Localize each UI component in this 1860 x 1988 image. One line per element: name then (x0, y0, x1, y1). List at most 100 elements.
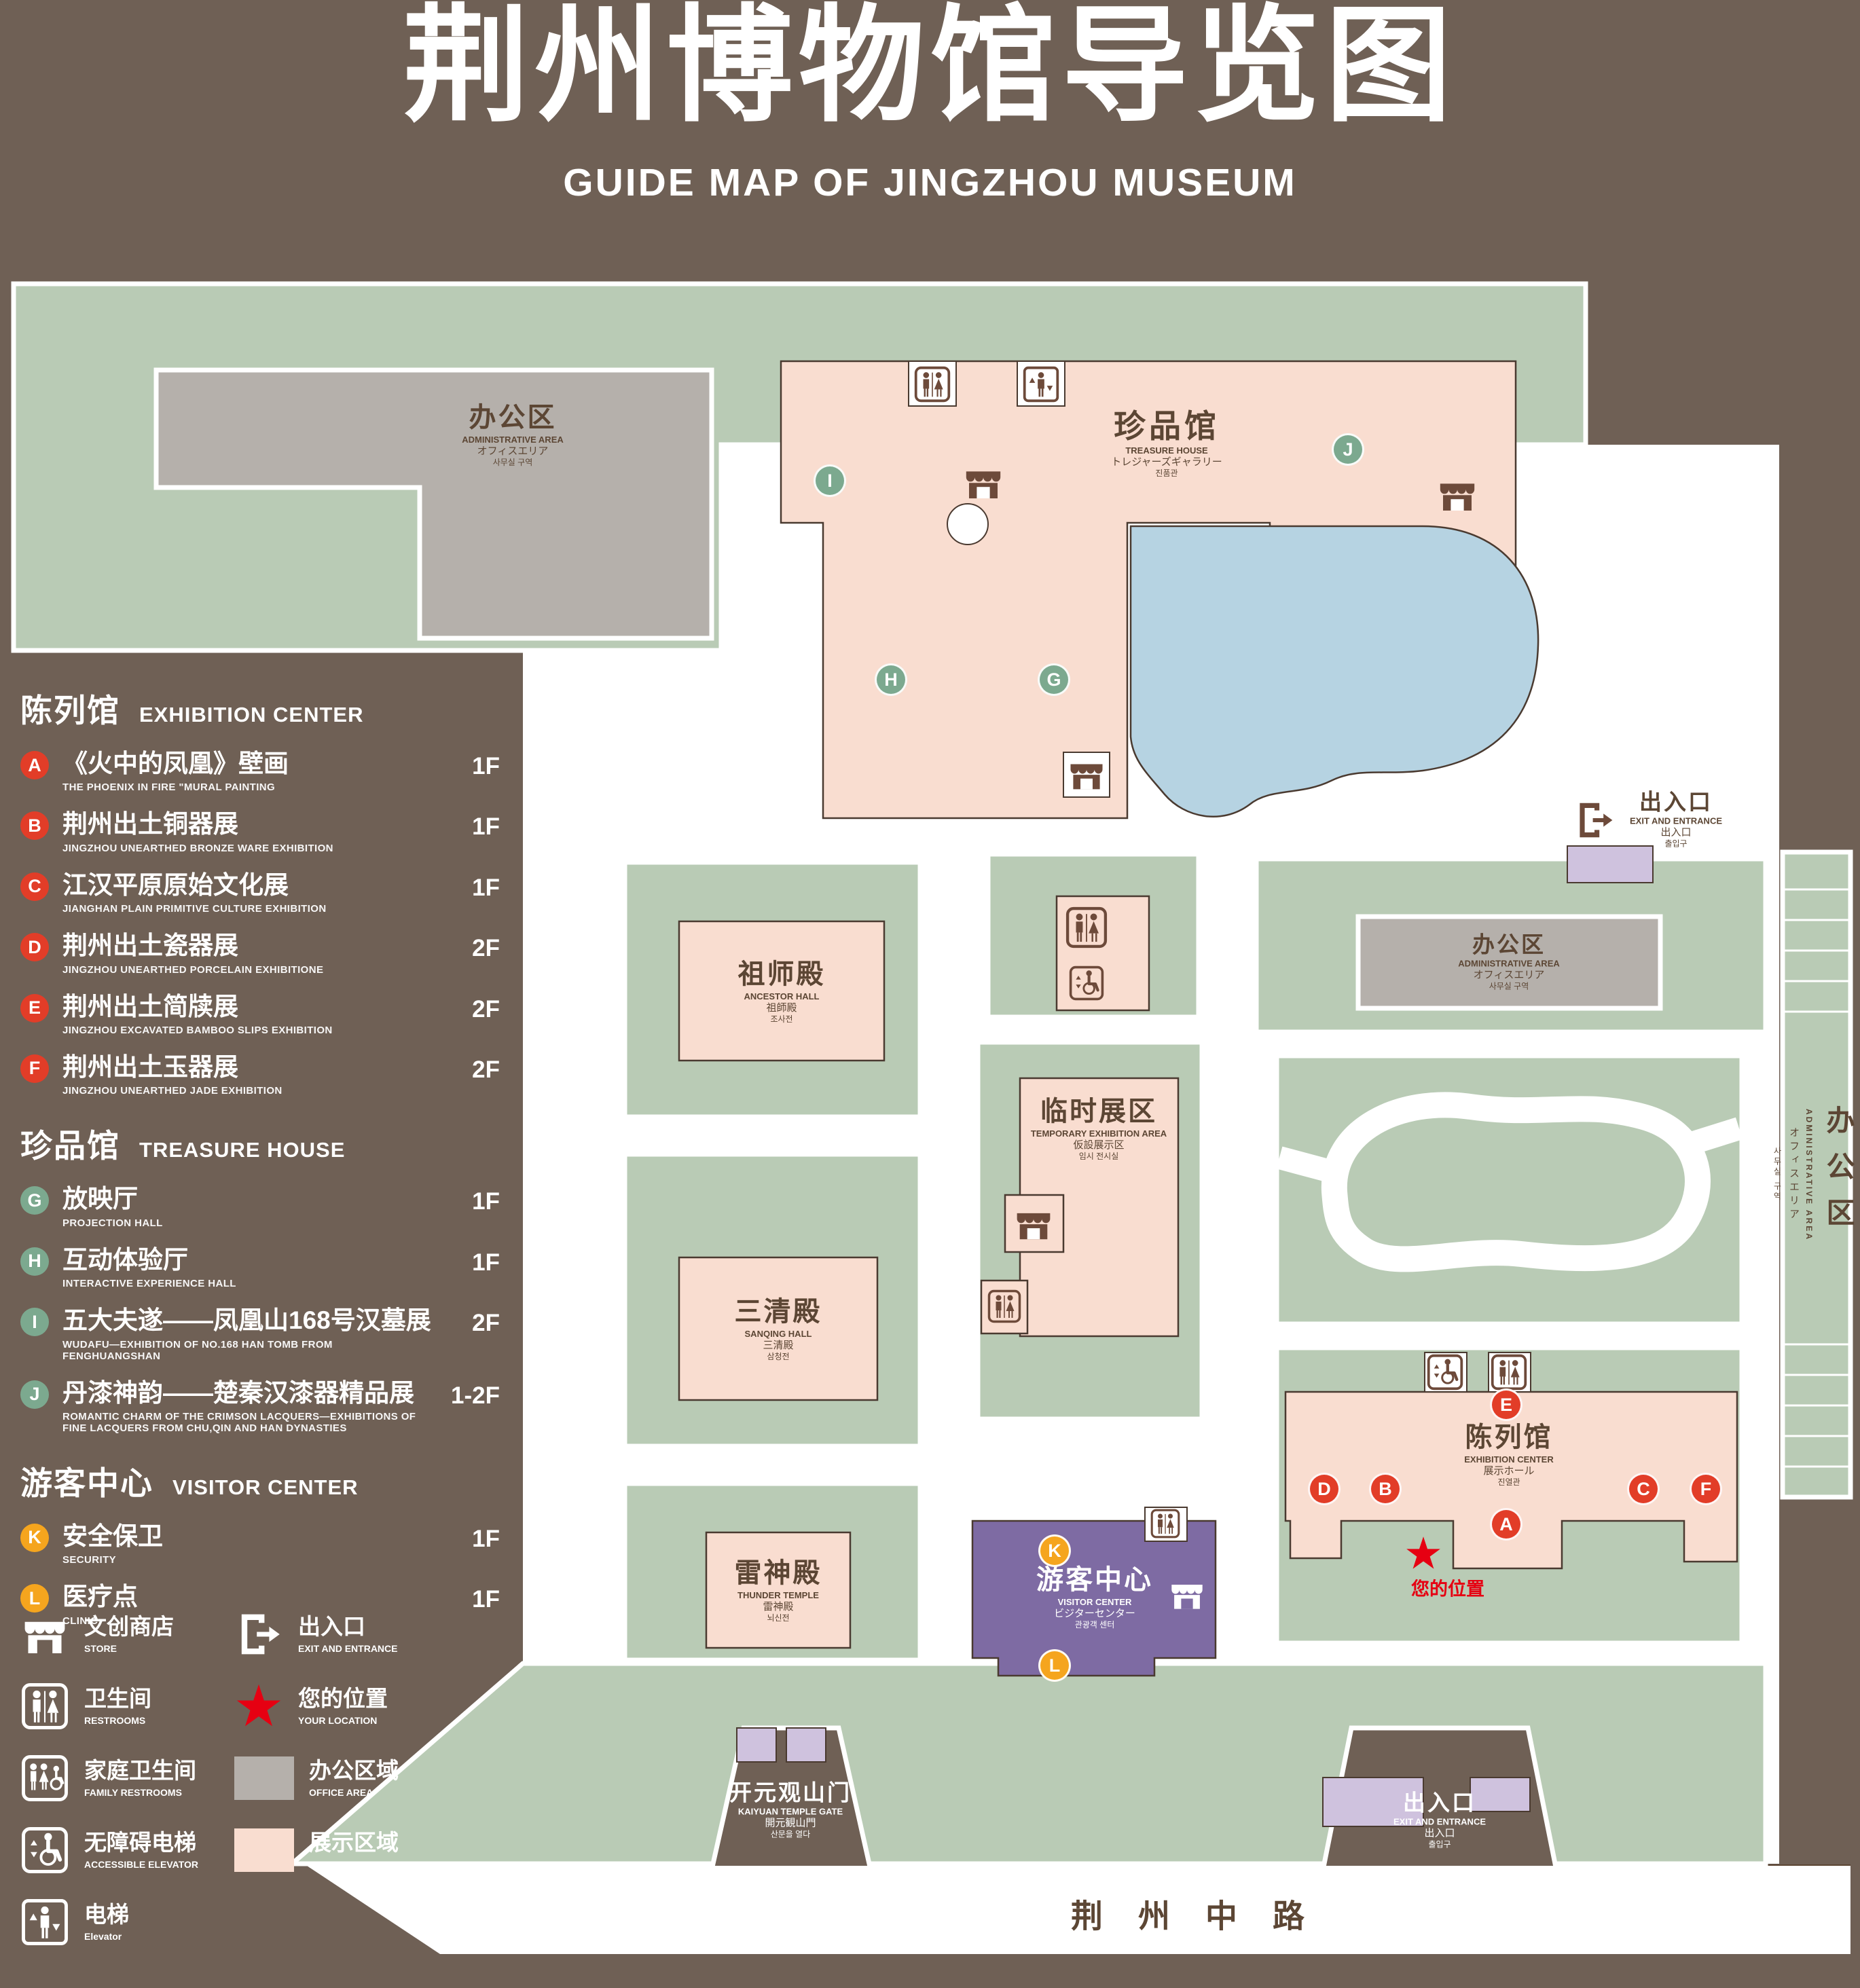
label-zh-line: 祖师殿 (737, 959, 826, 990)
section-title-zh: 珍品馆 (20, 1128, 120, 1164)
label-zh-line: 陈列馆 (1465, 1422, 1553, 1453)
legend-marker-D: D (20, 933, 49, 962)
legend-section-visitor-header: 游客中心 VISITOR CENTER (20, 1457, 516, 1504)
label-zh-line: 办公区 (1823, 1105, 1855, 1244)
legend-item-en: ROMANTIC CHARM OF THE CRIMSON LACQUERS—E… (62, 1410, 416, 1434)
label-zh-line: 游客中心 (1036, 1565, 1153, 1596)
symbol-en: OFFICE AREA (309, 1786, 373, 1798)
restrooms-icon (1150, 1509, 1180, 1539)
label-en-line: THUNDER TEMPLE (737, 1590, 819, 1601)
label-en-line: ANCESTOR HALL (744, 991, 820, 1002)
map-marker-D: D (1308, 1473, 1341, 1505)
symbol-zh: 您的位置 (298, 1686, 388, 1712)
legend-item-floor: 1F (472, 874, 500, 901)
store-icon (1437, 474, 1478, 515)
legend-marker-J: J (20, 1380, 49, 1409)
visitor-center-building (971, 1520, 1217, 1677)
green-east-strip (1780, 849, 1853, 1500)
label-en-line: TEMPORARY EXHIBITION AREA (1030, 1128, 1167, 1139)
symbol-en: EXIT AND ENTRANCE (298, 1642, 398, 1654)
legend-marker-I: I (20, 1308, 49, 1337)
map-marker-J: J (1332, 433, 1364, 466)
store-icon (1169, 1576, 1205, 1613)
label-zh-line: 三清殿 (734, 1297, 822, 1327)
label-zh-line: 珍品馆 (1113, 407, 1220, 444)
store-icon (1014, 1204, 1053, 1243)
label-jp-line: 祖師殿 (766, 1001, 797, 1014)
garden-path-loop (1321, 1092, 1711, 1272)
legend-item-zh: 江汉平原原始文化展 (62, 870, 289, 899)
restroom-icon (20, 1682, 69, 1730)
legend-item-floor: 1-2F (451, 1382, 500, 1409)
legend-item-zh: 荆州出土简牍展 (62, 992, 238, 1020)
label-kr-line: 산문을 열다 (770, 1829, 811, 1839)
wheelchair-icon (20, 1826, 69, 1874)
legend-marker-C: C (20, 872, 49, 901)
section-title-en: VISITOR CENTER (172, 1475, 359, 1499)
label-exhibition-center: 陈列馆 EXHIBITION CENTER 展示ホール 진열관 (1464, 1421, 1553, 1488)
exit-icon (1574, 800, 1615, 841)
legend-marker-F: F (20, 1054, 49, 1083)
admin-building-central (1355, 914, 1663, 1011)
label-jp-line: ビジターセンター (1054, 1607, 1135, 1619)
office-swatch (234, 1756, 294, 1800)
legend-item-floor: 1F (472, 1586, 500, 1613)
legend-item-floor: 1F (472, 1188, 500, 1215)
label-kr-line: 삼청전 (767, 1352, 790, 1362)
label-kr-line: 관광객 센터 (1074, 1620, 1115, 1630)
label-en-line: TREASURE HOUSE (1125, 445, 1208, 456)
page-subtitle: GUIDE MAP OF JINGZHOU MUSEUM (563, 161, 1297, 204)
ancestor-hall-building (678, 920, 886, 1062)
label-zh-line: 开元观山门 (729, 1780, 852, 1805)
accessible-elevator-icon (1427, 1354, 1463, 1391)
label-jp-line: 出入口 (1424, 1827, 1455, 1839)
legend-item-en: JINGZHOU UNEARTHED JADE EXHIBITION (62, 1085, 282, 1097)
label-en-line: ADMINISTRATIVE AREA (462, 435, 564, 445)
symbol-en: DISPLAY AREA (309, 1858, 379, 1870)
label-en-line: EXHIBITION CENTER (1464, 1454, 1554, 1465)
label-kr-line: 조사전 (770, 1014, 793, 1025)
symbol-zh: 家庭卫生间 (84, 1758, 196, 1784)
map-marker-L: L (1038, 1649, 1071, 1682)
admin-building-north (153, 367, 714, 641)
legend-item-floor: 2F (472, 995, 500, 1023)
symbol-zh: 电梯 (84, 1902, 129, 1928)
road-name: 荆州中路 (1071, 1898, 1340, 1934)
legend-item-en: CLINIC (62, 1615, 98, 1627)
label-jp-line: オフィスエリア (477, 445, 549, 457)
symbol-en: ACCESSIBLE ELEVATOR (84, 1858, 199, 1870)
label-kr-line: 임시 전시실 (1078, 1152, 1119, 1162)
section-title-en: TREASURE HOUSE (139, 1138, 346, 1162)
label-ancestor-hall: 祖师殿 ANCESTOR HALL 祖師殿 조사전 (738, 958, 826, 1025)
label-zh-line: 临时展区 (1040, 1097, 1157, 1127)
label-en-line: VISITOR CENTER (1057, 1597, 1132, 1608)
label-en-line: ADMINISTRATIVE AREA (1458, 958, 1560, 969)
south-exit-opening (1324, 1728, 1555, 1866)
treasure-house-building (780, 360, 1517, 820)
exit-icon (234, 1610, 283, 1658)
